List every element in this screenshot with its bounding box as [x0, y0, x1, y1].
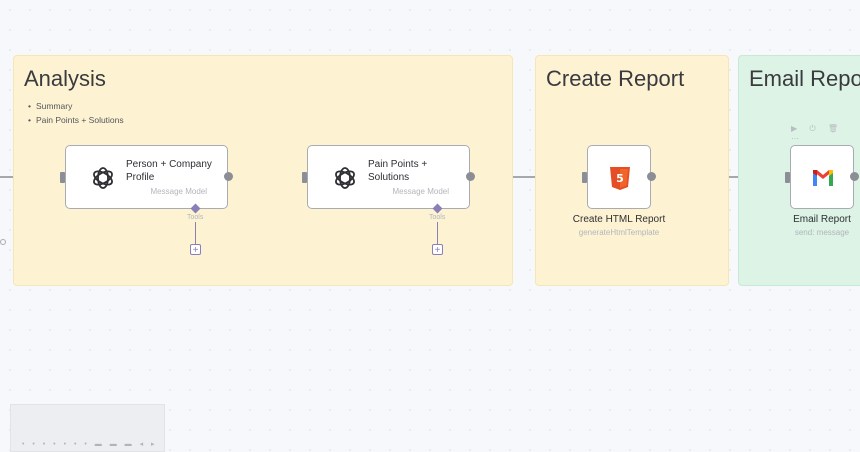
note-item: Pain Points + Solutions	[28, 113, 124, 127]
openai-icon	[93, 167, 113, 189]
tools-connector	[437, 222, 438, 244]
input-handle[interactable]	[60, 172, 65, 183]
group-title: Email Report	[749, 66, 860, 91]
output-handle[interactable]	[850, 172, 859, 181]
node-toolbar[interactable]: ▶ ⏻ 🗑 ⋯	[791, 124, 844, 143]
output-handle[interactable]	[224, 172, 233, 181]
tools-label: Tools	[429, 214, 446, 221]
output-handle[interactable]	[647, 172, 656, 181]
input-handle[interactable]	[302, 172, 307, 183]
node-create-html-report[interactable]: 5	[587, 145, 651, 209]
group-notes: Summary Pain Points + Solutions	[28, 99, 124, 127]
note-item: Summary	[28, 99, 124, 113]
node-title: Email Report	[793, 214, 851, 225]
add-tool-button[interactable]: +	[432, 244, 443, 256]
html5-icon: 5	[610, 167, 630, 190]
node-title: Person + Company Profile	[126, 159, 212, 183]
node-person-company-profile[interactable]: Person + Company Profile Message Model	[65, 145, 228, 209]
node-title: Pain Points + Solutions	[368, 159, 428, 183]
input-handle[interactable]	[582, 172, 587, 183]
svg-text:5: 5	[616, 172, 624, 185]
node-subtitle: send: message	[794, 228, 850, 237]
gmail-icon	[813, 170, 833, 186]
node-subtitle: generateHtmlTemplate	[578, 228, 660, 237]
openai-icon	[335, 167, 355, 189]
add-tool-button[interactable]: +	[190, 244, 201, 256]
tools-connector	[195, 222, 196, 244]
group-title: Analysis	[24, 66, 106, 91]
node-pain-points-solutions[interactable]: Pain Points + Solutions Message Model	[307, 145, 470, 209]
minimap-controls[interactable]: • • • • • • • ▬ ▬ ▬ ◂ ▸	[22, 441, 158, 448]
canvas-edge-handle[interactable]	[0, 239, 6, 245]
input-handle[interactable]	[785, 172, 790, 183]
node-subtitle: Message Model	[392, 187, 449, 196]
node-title: Create HTML Report	[572, 214, 666, 225]
minimap[interactable]	[10, 404, 165, 452]
node-subtitle: Message Model	[150, 187, 207, 196]
output-handle[interactable]	[466, 172, 475, 181]
group-title: Create Report	[546, 66, 685, 91]
node-email-report[interactable]	[790, 145, 854, 209]
tools-label: Tools	[187, 214, 204, 221]
